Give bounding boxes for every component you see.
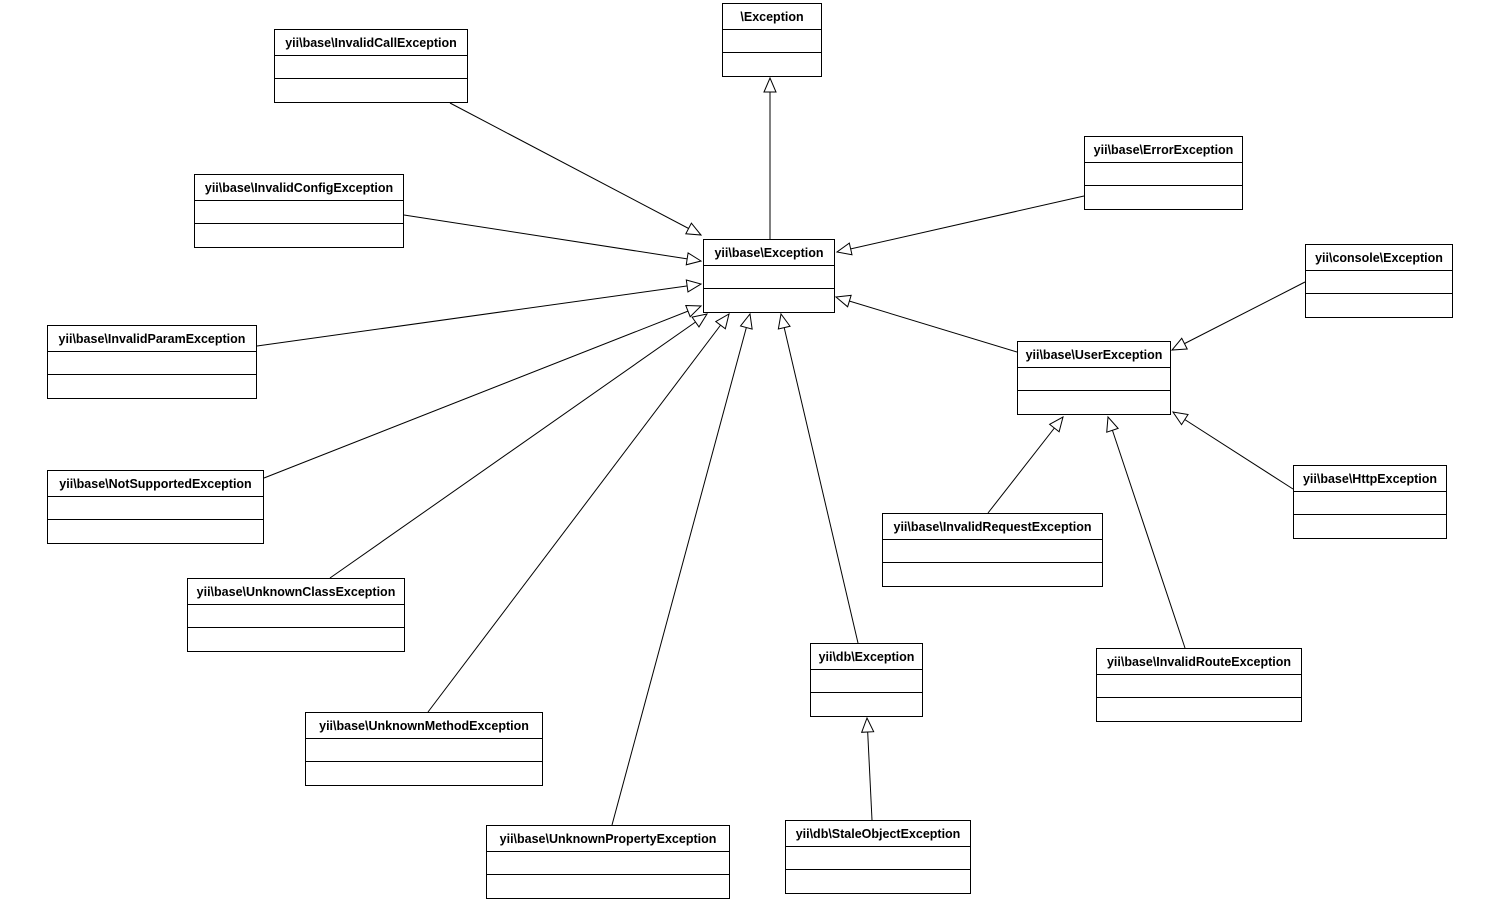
inheritance-edge-invalidparam-baseexception: [256, 279, 703, 347]
class-name: \Exception: [723, 4, 821, 30]
class-box-not-supported-exception: yii\base\NotSupportedException: [47, 470, 264, 544]
class-box-invalid-param-exception: yii\base\InvalidParamException: [47, 325, 257, 399]
class-box-unknown-method-exception: yii\base\UnknownMethodException: [305, 712, 543, 786]
class-box-exception: \Exception: [722, 3, 822, 77]
class-box-unknown-property-exception: yii\base\UnknownPropertyException: [486, 825, 730, 899]
class-name: yii\base\NotSupportedException: [48, 471, 263, 497]
class-attributes-compartment: [811, 670, 922, 693]
class-attributes-compartment: [487, 852, 729, 875]
class-box-console-exception: yii\console\Exception: [1305, 244, 1453, 318]
inheritance-edge-invalidconfig-baseexception: [403, 214, 703, 266]
class-attributes-compartment: [48, 352, 256, 375]
class-attributes-compartment: [1018, 368, 1170, 391]
class-methods-compartment: [48, 375, 256, 398]
class-methods-compartment: [786, 870, 970, 893]
class-box-invalid-request-exception: yii\base\InvalidRequestException: [882, 513, 1103, 587]
inheritance-edge-errorexception-baseexception: [835, 195, 1085, 256]
class-name: yii\base\InvalidRouteException: [1097, 649, 1301, 675]
class-attributes-compartment: [1294, 492, 1446, 515]
class-name: yii\base\Exception: [704, 240, 834, 266]
inheritance-edge-dbexception-baseexception: [777, 312, 859, 644]
inheritance-edge-unknownproperty-baseexception: [611, 312, 753, 826]
class-attributes-compartment: [723, 30, 821, 53]
inheritance-edge-notsupported-baseexception: [263, 305, 703, 479]
class-box-db-exception: yii\db\Exception: [810, 643, 923, 717]
class-methods-compartment: [1097, 698, 1301, 721]
class-box-stale-object-exception: yii\db\StaleObjectException: [785, 820, 971, 894]
class-name: yii\base\UnknownMethodException: [306, 713, 542, 739]
class-box-invalid-config-exception: yii\base\InvalidConfigException: [194, 174, 404, 248]
inheritance-edge-httpexception-userexception: [1171, 411, 1294, 490]
class-methods-compartment: [487, 875, 729, 898]
inheritance-edge-staleobject-dbexception: [860, 716, 875, 821]
class-attributes-compartment: [1097, 675, 1301, 698]
class-methods-compartment: [275, 79, 467, 102]
class-methods-compartment: [48, 520, 263, 543]
class-attributes-compartment: [704, 266, 834, 289]
inheritance-edge-consoleexception-userexception: [1170, 281, 1306, 351]
inheritance-edge-unknownclass-baseexception: [329, 313, 709, 579]
class-methods-compartment: [195, 224, 403, 247]
class-attributes-compartment: [275, 56, 467, 79]
class-methods-compartment: [1018, 391, 1170, 414]
class-methods-compartment: [883, 563, 1102, 586]
class-name: yii\base\InvalidRequestException: [883, 514, 1102, 540]
class-name: yii\base\ErrorException: [1085, 137, 1242, 163]
class-box-base-exception: yii\base\Exception: [703, 239, 835, 313]
class-name: yii\base\UserException: [1018, 342, 1170, 368]
class-box-invalid-call-exception: yii\base\InvalidCallException: [274, 29, 468, 103]
class-name: yii\base\InvalidParamException: [48, 326, 256, 352]
inheritance-edge-unknownmethod-baseexception: [427, 312, 730, 713]
class-methods-compartment: [723, 53, 821, 76]
class-box-user-exception: yii\base\UserException: [1017, 341, 1171, 415]
class-methods-compartment: [306, 762, 542, 785]
inheritance-edge-userexception-baseexception: [834, 294, 1018, 353]
class-box-invalid-route-exception: yii\base\InvalidRouteException: [1096, 648, 1302, 722]
class-name: yii\base\InvalidConfigException: [195, 175, 403, 201]
inheritance-edge-invalidcall-baseexception: [449, 102, 703, 236]
class-box-http-exception: yii\base\HttpException: [1293, 465, 1447, 539]
class-attributes-compartment: [1306, 271, 1452, 294]
class-attributes-compartment: [1085, 163, 1242, 186]
class-name: yii\base\UnknownPropertyException: [487, 826, 729, 852]
class-box-unknown-class-exception: yii\base\UnknownClassException: [187, 578, 405, 652]
class-name: yii\base\UnknownClassException: [188, 579, 404, 605]
class-methods-compartment: [188, 628, 404, 651]
class-attributes-compartment: [883, 540, 1102, 563]
class-name: yii\base\HttpException: [1294, 466, 1446, 492]
class-attributes-compartment: [48, 497, 263, 520]
class-name: yii\db\StaleObjectException: [786, 821, 970, 847]
class-methods-compartment: [1294, 515, 1446, 538]
class-attributes-compartment: [188, 605, 404, 628]
class-attributes-compartment: [306, 739, 542, 762]
class-methods-compartment: [1306, 294, 1452, 317]
class-attributes-compartment: [786, 847, 970, 870]
class-methods-compartment: [1085, 186, 1242, 209]
class-name: yii\db\Exception: [811, 644, 922, 670]
class-box-error-exception: yii\base\ErrorException: [1084, 136, 1243, 210]
class-methods-compartment: [704, 289, 834, 312]
class-attributes-compartment: [195, 201, 403, 224]
class-name: yii\console\Exception: [1306, 245, 1452, 271]
class-methods-compartment: [811, 693, 922, 716]
inheritance-edge-invalidrequest-userexception: [987, 415, 1064, 514]
class-name: yii\base\InvalidCallException: [275, 30, 467, 56]
inheritance-edge-invalidroute-userexception: [1106, 415, 1186, 649]
